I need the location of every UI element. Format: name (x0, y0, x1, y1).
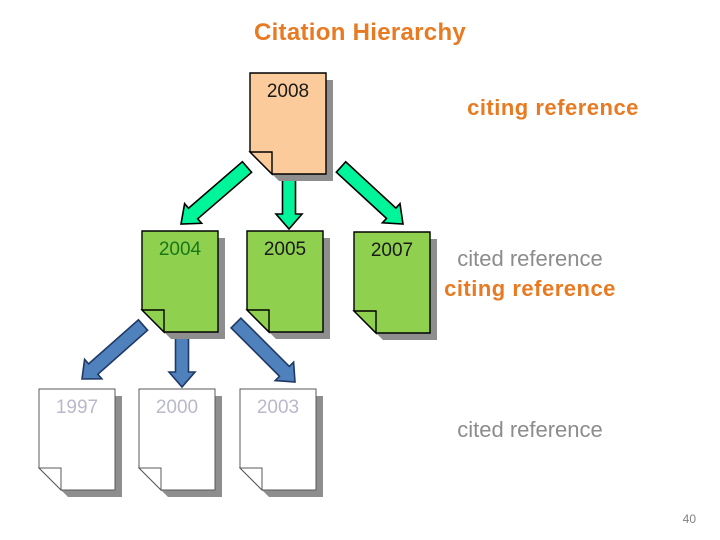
document-page (239, 388, 317, 491)
document-2005: 2005 (245, 230, 330, 339)
document-folded-corner (352, 310, 377, 335)
label-citing-reference-middle: citing reference (444, 276, 616, 301)
document-folded-corner (37, 467, 62, 492)
blue-arrow-2004-to-1997 (81, 318, 149, 380)
year-label-2003: 2003 (257, 397, 299, 418)
year-label-2008: 2008 (267, 81, 309, 102)
page-number: 40 (682, 512, 696, 526)
document-folded-corner (248, 151, 273, 176)
green-arrow-2008-to-2004 (180, 160, 253, 225)
blue-arrow-2005-to-2003 (229, 316, 296, 383)
document-1997: 1997 (37, 388, 122, 497)
document-folded-corner (140, 309, 165, 334)
year-label-2000: 2000 (156, 397, 198, 418)
label-cited-reference-middle: cited reference (457, 246, 603, 271)
document-page (138, 388, 216, 491)
green-arrow-2008-to-2007 (335, 160, 404, 225)
year-label-2005: 2005 (264, 239, 306, 260)
year-label-2004: 2004 (159, 239, 202, 260)
document-page (353, 231, 431, 334)
document-2004: 2004 (140, 230, 225, 339)
document-folded-corner (137, 467, 162, 492)
document-page (38, 388, 116, 491)
year-label-2007: 2007 (371, 240, 413, 261)
year-label-1997: 1997 (56, 397, 98, 418)
document-folded-corner (245, 309, 270, 334)
document-page (249, 72, 327, 175)
label-cited-reference-bottom: cited reference (457, 417, 603, 442)
document-page (141, 230, 219, 333)
label-citing-reference-top: citing reference (467, 95, 639, 120)
slide-title: Citation Hierarchy (253, 19, 467, 46)
document-2008: 2008 (248, 72, 333, 181)
document-2007: 2007 (352, 231, 437, 340)
document-2003: 2003 (238, 388, 323, 497)
label-middle-block: cited reference citing reference (400, 244, 660, 304)
blue-arrow-2004-to-2000 (167, 336, 197, 389)
document-folded-corner (238, 467, 263, 492)
green-arrow-2008-to-2005 (274, 178, 304, 231)
document-page (246, 230, 324, 333)
document-2000: 2000 (137, 388, 222, 497)
